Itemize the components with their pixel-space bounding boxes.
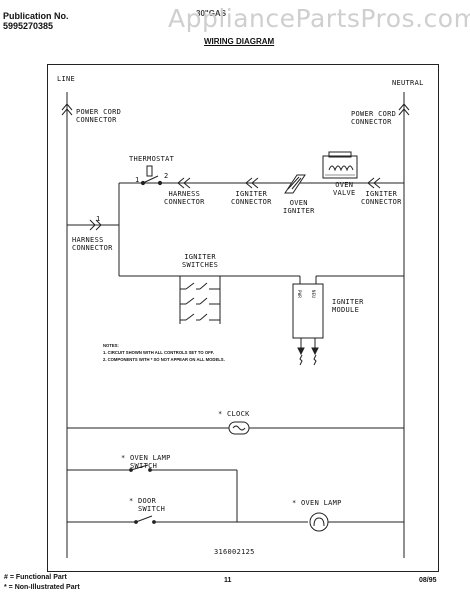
power-cord-connector-left-label: POWER CORD CONNECTOR [76,108,122,124]
oven-igniter-label: OVEN IGNITER [283,199,315,215]
publication-label: Publication No. [3,11,69,21]
igniter-module-symbol [292,283,324,366]
functional-part-legend: # = Functional Part [4,574,67,581]
note-2: 2. COMPONENTS WITH * SO NOT APPEAR ON AL… [103,357,225,362]
oven-valve-label: OVEN VALVE [333,181,356,197]
note-1: 1. CIRCUIT SHOWN WITH ALL CONTROLS SET T… [103,350,214,355]
thermostat-marker-1: 1 [135,176,140,184]
publication-number: 5995270385 [3,21,54,31]
thermostat-label: THERMOSTAT [129,155,175,163]
harness-connector-top-label: HARNESS CONNECTOR [164,190,205,206]
thermostat-marker-2: 2 [164,172,169,180]
power-cord-connector-right-label: POWER CORD CONNECTOR [351,110,397,126]
igniter-connector-right-symbol [367,177,381,189]
power-cord-connector-right-symbol [398,103,410,116]
harness-connector-left-label: HARNESS CONNECTOR [72,236,113,252]
oven-lamp-symbol [309,512,329,532]
module-terminal-pwr: PWR [297,290,302,299]
clock-symbol [228,421,250,435]
oven-valve-symbol [322,151,358,179]
harness-connector-left-marker: 1 [96,215,101,223]
power-cord-connector-left-symbol [61,103,73,116]
igniter-switches-symbol [180,282,220,321]
clock-label: * CLOCK [218,410,250,418]
watermark: AppliancePartsPros.com [168,4,470,33]
neutral-label: NEUTRAL [392,79,424,87]
igniter-connector-right-label: IGNITER CONNECTOR [361,190,402,206]
igniter-connector-left-label: IGNITER CONNECTOR [231,190,272,206]
non-illustrated-part-legend: * = Non-Illustrated Part [4,584,80,591]
footer-date: 08/95 [419,577,437,584]
oven-lamp-label: * OVEN LAMP [292,499,342,507]
oven-igniter-symbol [284,174,306,194]
page-number: 11 [224,577,232,584]
diagram-notes: NOTES: 1. CIRCUIT SHOWN WITH ALL CONTROL… [103,342,225,363]
igniter-switches-label: IGNITER SWITCHES [182,253,219,269]
module-terminal-neu: NEU [311,290,316,299]
igniter-module-label: IGNITER MODULE [332,298,364,314]
page-title: WIRING DIAGRAM [204,37,275,46]
harness-connector-top-symbol [177,177,191,189]
line-label: LINE [57,75,76,83]
diagram-frame [47,64,439,572]
door-switch-symbol [134,515,156,524]
igniter-connector-left-symbol [245,177,259,189]
part-number: 316002125 [214,548,255,556]
notes-title: NOTES: [103,343,119,348]
door-switch-label: * DOOR SWITCH [129,497,166,513]
model-code: 30"GAS [196,9,227,18]
thermostat-symbol [140,165,163,186]
oven-lamp-switch-label: * OVEN LAMP SWITCH [121,454,171,470]
